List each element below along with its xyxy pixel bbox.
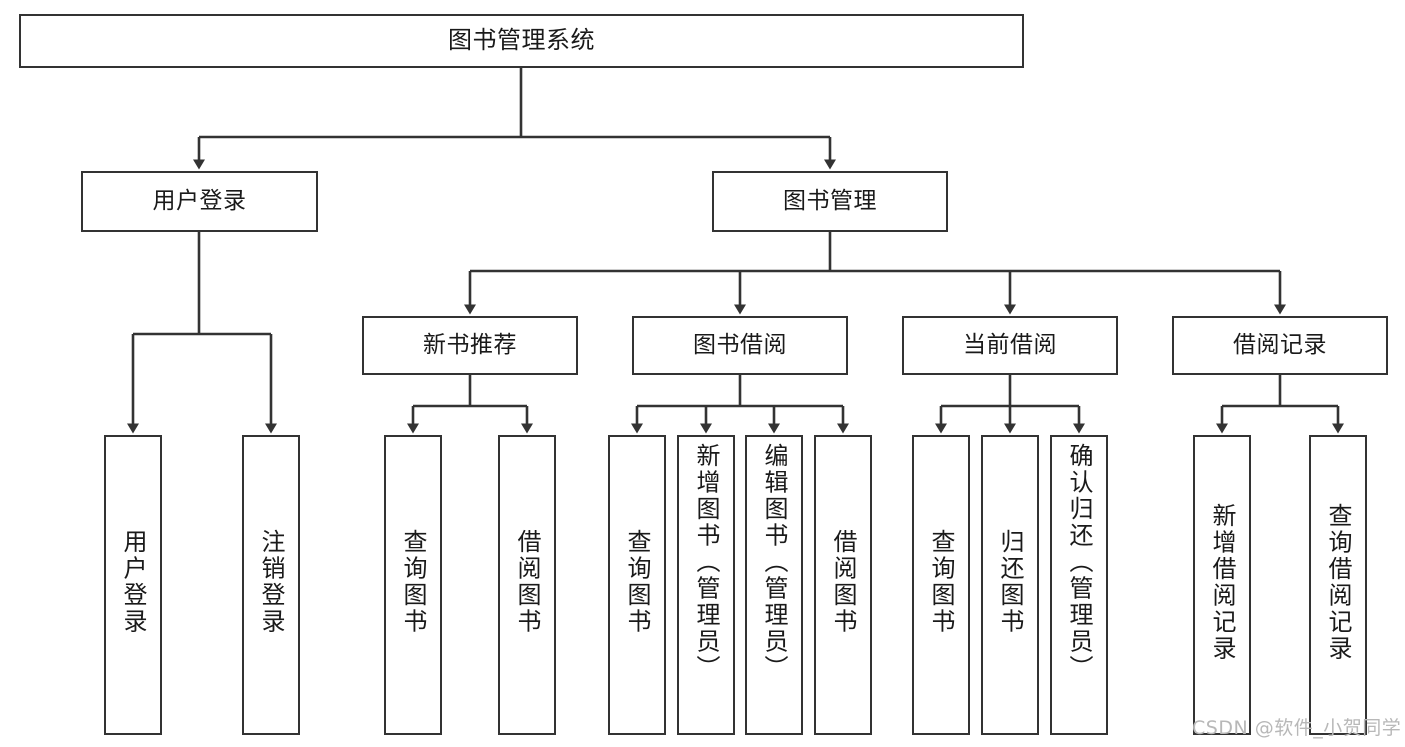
node-label: 借阅图书 — [513, 529, 541, 635]
node-user-login[interactable]: 用户登录 — [81, 171, 318, 232]
csdn-watermark: CSDN @软件_小贺同学 — [1192, 717, 1402, 739]
node-label: 图书管理 — [783, 188, 877, 215]
node-label: 注销登录 — [257, 529, 285, 635]
node-borrow-record[interactable]: 借阅记录 — [1172, 316, 1388, 375]
node-new-book-recommend[interactable]: 新书推荐 — [362, 316, 578, 375]
node-label: 新增借阅记录 — [1208, 502, 1236, 662]
leaf-user-login-login[interactable]: 用户登录 — [104, 435, 162, 735]
node-label: 查询图书 — [927, 529, 955, 635]
node-label: 归还图书 — [996, 529, 1024, 635]
node-label: 查询图书 — [623, 529, 651, 635]
node-root-book-management-system[interactable]: 图书管理系统 — [19, 14, 1024, 68]
node-label: 新增图书（管理员） — [692, 443, 720, 682]
node-label: 用户登录 — [152, 188, 247, 215]
node-label: 图书管理系统 — [448, 26, 595, 55]
leaf-book-borrow-borrow-book[interactable]: 借阅图书 — [814, 435, 872, 735]
leaf-book-borrow-query-book[interactable]: 查询图书 — [608, 435, 666, 735]
node-label: 编辑图书（管理员） — [760, 443, 788, 682]
node-label: 查询借阅记录 — [1324, 502, 1352, 662]
leaf-new-book-borrow-book[interactable]: 借阅图书 — [498, 435, 556, 735]
leaf-book-borrow-edit-book-admin[interactable]: 编辑图书（管理员） — [745, 435, 803, 735]
leaf-borrow-record-add-record[interactable]: 新增借阅记录 — [1193, 435, 1251, 735]
leaf-user-login-logout[interactable]: 注销登录 — [242, 435, 300, 735]
node-label: 图书借阅 — [693, 332, 787, 359]
node-label: 借阅图书 — [829, 529, 857, 635]
node-label: 新书推荐 — [423, 332, 517, 359]
node-current-borrow[interactable]: 当前借阅 — [902, 316, 1118, 375]
node-label: 当前借阅 — [963, 332, 1057, 359]
leaf-new-book-query-book[interactable]: 查询图书 — [384, 435, 442, 735]
node-label: 确认归还（管理员） — [1065, 443, 1093, 682]
node-label: 查询图书 — [399, 529, 427, 635]
leaf-borrow-record-query-record[interactable]: 查询借阅记录 — [1309, 435, 1367, 735]
leaf-current-borrow-confirm-return-admin[interactable]: 确认归还（管理员） — [1050, 435, 1108, 735]
node-label: 用户登录 — [119, 529, 147, 635]
node-book-borrow[interactable]: 图书借阅 — [632, 316, 848, 375]
leaf-current-borrow-return-book[interactable]: 归还图书 — [981, 435, 1039, 735]
leaf-current-borrow-query-book[interactable]: 查询图书 — [912, 435, 970, 735]
leaf-book-borrow-add-book-admin[interactable]: 新增图书（管理员） — [677, 435, 735, 735]
node-book-management[interactable]: 图书管理 — [712, 171, 948, 232]
node-label: 借阅记录 — [1233, 332, 1327, 359]
